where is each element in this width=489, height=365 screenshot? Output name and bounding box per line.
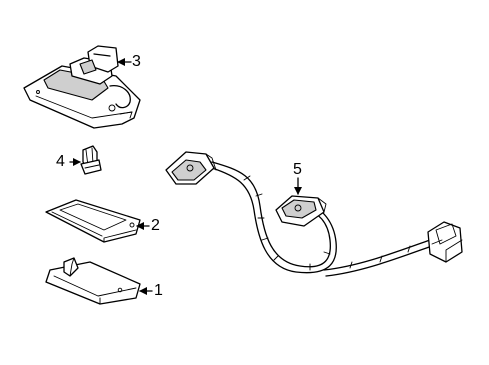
license-lamp-housing (23, 45, 141, 129)
callout-2: 2 (151, 217, 160, 234)
callout-1: 1 (154, 282, 163, 299)
callout-4: 4 (56, 153, 65, 170)
callout-3: 3 (132, 53, 141, 70)
bulb (80, 145, 102, 175)
lamp-base (45, 257, 141, 305)
leader-lines (69, 58, 302, 295)
lens-gasket (45, 199, 141, 243)
callout-5: 5 (293, 161, 302, 178)
wiring-harness (165, 151, 463, 277)
